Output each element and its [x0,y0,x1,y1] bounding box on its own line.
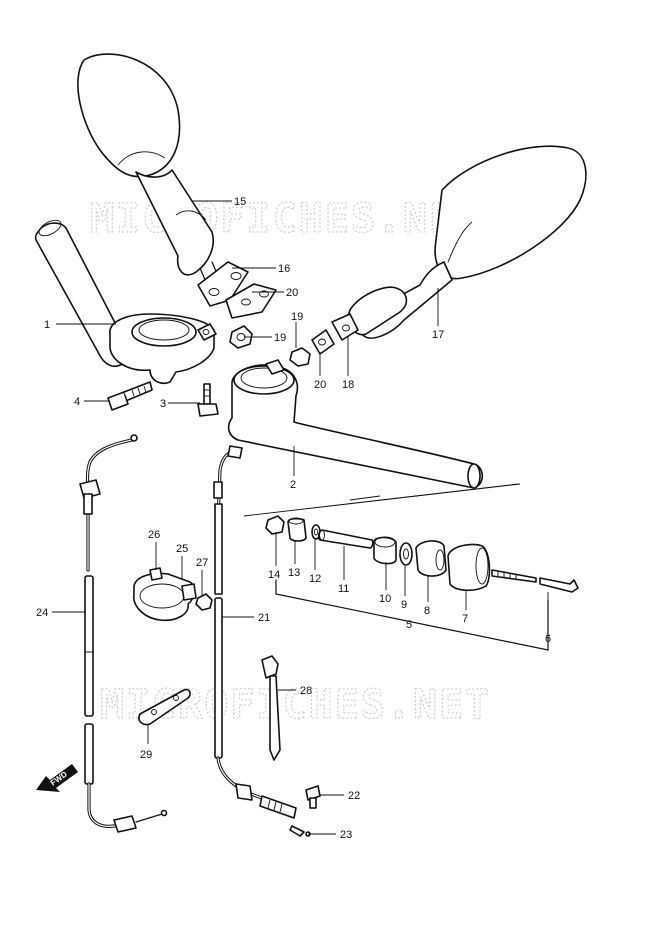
left-handlebar-1[interactable] [34,217,217,385]
bar-end-cap-7[interactable] [447,543,491,592]
bolt-3[interactable] [197,383,219,417]
callout-22: 22 [348,790,360,802]
callout-8: 8 [424,605,430,617]
callout-4: 4 [74,396,80,408]
callout-23: 23 [340,829,352,841]
bracket-5 [275,579,549,651]
callout-26: 26 [148,529,160,541]
callout-19a: 19 [291,311,303,323]
callout-15: 15 [234,196,246,208]
throttle-cable-24[interactable] [79,434,168,833]
callout-27: 27 [196,557,208,569]
cable-guide-29[interactable] [138,688,191,726]
callout-17: 17 [432,329,444,341]
nut-27[interactable] [195,593,213,611]
clip-23[interactable] [289,825,311,837]
nut-19-lower[interactable] [289,347,311,367]
callout-20b: 20 [314,379,326,391]
callout-14: 14 [268,569,280,581]
callout-3: 3 [160,398,166,410]
callout-11: 11 [338,583,349,595]
callout-9: 9 [401,599,407,611]
mirror-adapter-18[interactable] [331,313,359,341]
callout-29: 29 [140,749,152,761]
bolt-4[interactable] [107,381,153,411]
callout-19b: 19 [274,332,286,344]
washer-9[interactable] [399,542,413,566]
callout-1: 1 [44,319,50,331]
bar-end-weight-8[interactable] [415,540,447,577]
cable-clamp-25[interactable] [133,572,197,622]
cable-end-22[interactable] [305,785,321,809]
fwd-arrow: FWD [36,764,78,792]
explode-guide-dash [349,495,381,501]
bar-end-13[interactable] [287,517,307,542]
bar-end-10[interactable] [373,536,397,565]
right-mirror[interactable] [347,145,587,339]
callout-2: 2 [290,479,296,491]
callout-5: 5 [406,619,412,631]
callout-24: 24 [36,607,48,619]
callout-13: 13 [288,567,300,579]
mirror-mount-plate-16[interactable] [197,261,249,307]
mirror-spacer-20-left[interactable] [225,283,277,319]
throttle-cable-21[interactable] [213,445,297,819]
callout-18: 18 [342,379,354,391]
leader-lines [52,200,549,835]
screw-6[interactable] [491,569,579,593]
callout-12: 12 [309,573,321,585]
bar-end-14[interactable] [265,515,285,535]
bar-end-rod-11[interactable] [317,529,374,549]
cable-tie-28[interactable] [261,655,281,761]
right-handlebar-2[interactable] [227,359,484,489]
callout-28: 28 [300,685,312,697]
callout-10: 10 [379,593,391,605]
callout-20a: 20 [286,287,298,299]
callout-6: 6 [545,633,551,645]
callout-21: 21 [258,612,270,624]
explode-guide-lines [243,483,521,517]
screw-26[interactable] [149,567,163,581]
callout-labels: 15 16 20 19 19 20 18 17 1 4 3 2 14 13 12… [36,196,551,841]
watermark-top: MICROFICHES.NET [90,196,481,242]
callout-16: 16 [278,263,290,275]
callout-7: 7 [462,613,468,625]
callout-25: 25 [176,543,188,555]
mirror-spacer-20-right[interactable] [311,329,335,355]
left-mirror[interactable] [77,53,219,283]
